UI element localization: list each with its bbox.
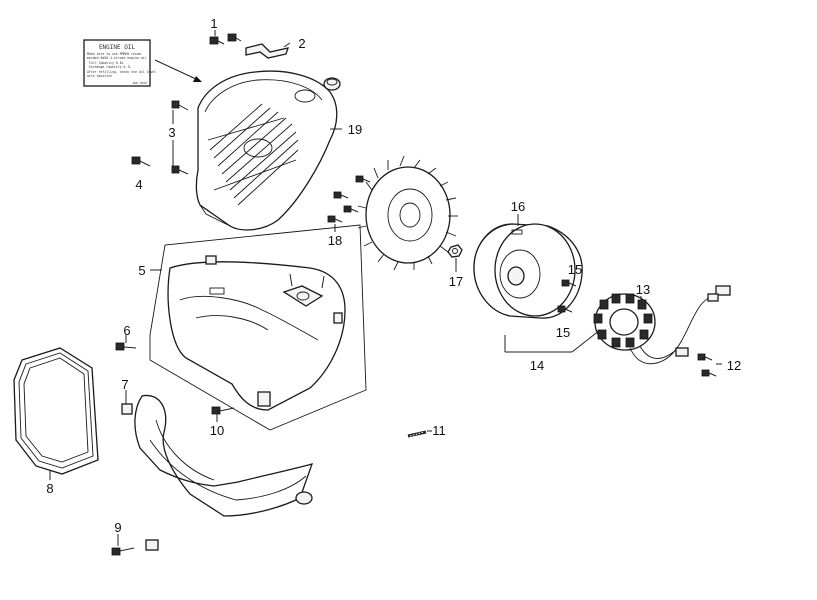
callout-9: 9	[114, 520, 121, 535]
label-arrow	[154, 59, 202, 82]
callout-19: 19	[348, 122, 362, 137]
screw-part-3	[171, 100, 189, 175]
callout-10: 10	[210, 423, 224, 438]
screw-part-12	[697, 353, 717, 377]
label-title: ENGINE OIL	[99, 44, 136, 51]
label-line-1: Make sure to use PMREK recom-	[87, 52, 143, 56]
label-line-6: with dipstick	[87, 74, 112, 78]
callout-14: 14	[530, 358, 544, 373]
engine-oil-label: ENGINE OIL Make sure to use PMREK recom-…	[83, 39, 156, 87]
callout-4: 4	[135, 177, 142, 192]
shroud-group-box	[149, 224, 367, 431]
callout-17: 17	[449, 274, 463, 289]
callout-8: 8	[46, 481, 53, 496]
fan-cover	[195, 70, 338, 231]
callout-15-bottom: 15	[556, 325, 570, 340]
label-code: ZGE-XXXX	[133, 81, 148, 85]
callout-12: 12	[727, 358, 741, 373]
lower-shroud	[121, 394, 314, 517]
bolt-part-9	[111, 539, 159, 556]
bolt-part-6	[115, 342, 137, 351]
callout-5: 5	[138, 263, 145, 278]
bolt-part-18	[327, 175, 371, 223]
label-line-2: mended 5W40 4-stroke engine oil	[87, 56, 147, 60]
bolt-part-10	[211, 406, 235, 415]
shroud	[167, 261, 346, 411]
label-line-3: Full Capacity 0.8L	[89, 61, 124, 65]
callout-16: 16	[511, 199, 525, 214]
shroud-clips	[205, 255, 325, 289]
bolt-part-1	[209, 33, 242, 45]
callout-numbers: 1 2 3 4 19 18 5 16 17 15 15 13 14 12 6 7…	[46, 16, 741, 535]
gasket	[13, 347, 99, 475]
callout-1: 1	[210, 16, 217, 31]
callout-13: 13	[636, 282, 650, 297]
cooling-fan	[357, 155, 458, 271]
cover-cap	[323, 77, 341, 91]
callout-6: 6	[123, 323, 130, 338]
callout-18: 18	[328, 233, 342, 248]
callout-3: 3	[168, 125, 175, 140]
stud-part-11	[407, 430, 427, 438]
screw-part-4	[131, 156, 151, 167]
callout-11: 11	[432, 423, 446, 438]
stator	[593, 285, 731, 365]
bracket-part-2	[245, 43, 289, 59]
nut-part-17	[447, 244, 463, 258]
callout-2: 2	[298, 36, 305, 51]
flywheel	[473, 223, 583, 319]
leader-lines	[49, 30, 722, 546]
label-line-4: Exchange Capacity 0.7L	[89, 65, 131, 69]
callout-15-top: 15	[568, 262, 582, 277]
label-line-5: After refilling, check the oil level	[87, 70, 156, 74]
pin-part-15	[557, 279, 577, 313]
callout-7: 7	[121, 377, 128, 392]
